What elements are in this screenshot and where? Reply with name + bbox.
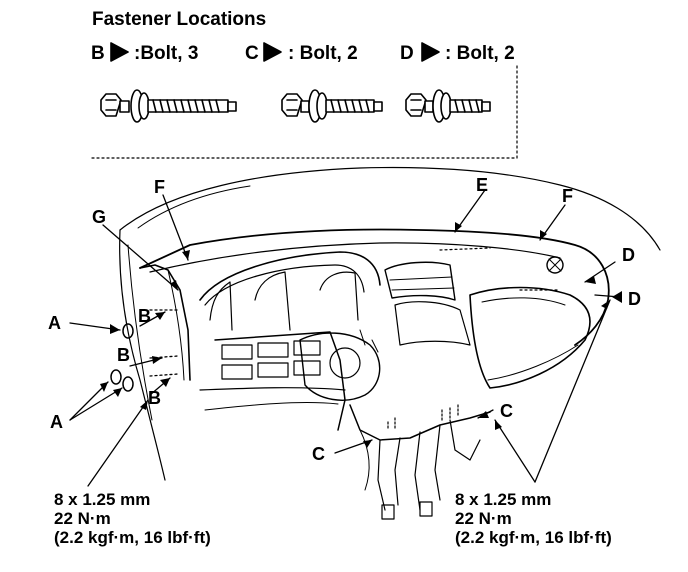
callout-d-upper: D — [622, 245, 635, 265]
torque-right-value: 22 N·m — [455, 509, 512, 528]
torque-right-size: 8 x 1.25 mm — [455, 490, 552, 509]
steering-column-opening — [299, 332, 381, 401]
torque-spec-right: 8 x 1.25 mm 22 N·m (2.2 kgf·m, 16 lbf·ft… — [455, 490, 612, 547]
callout-b-upper: B — [138, 306, 151, 326]
bolt-c-icon — [281, 89, 383, 123]
glove-box — [469, 286, 591, 389]
callout-f-left: F — [154, 177, 165, 197]
dashboard-top — [139, 228, 610, 346]
torque-left-value: 22 N·m — [54, 509, 111, 528]
callout-d-lower: D — [628, 289, 641, 309]
torque-right-alt: (2.2 kgf·m, 16 lbf·ft) — [455, 528, 612, 547]
fastener-c-letter: C — [245, 43, 259, 64]
washer-a-lower-1-icon — [110, 369, 122, 385]
callout-c-right: C — [500, 401, 513, 421]
callout-b-middle: B — [117, 345, 130, 365]
fastener-c-triangle-icon — [263, 42, 282, 62]
windshield-outline — [119, 166, 661, 251]
washer-a-lower-2-icon — [122, 376, 134, 392]
center-vents — [384, 261, 456, 301]
torque-spec-left: 8 x 1.25 mm 22 N·m (2.2 kgf·m, 16 lbf·ft… — [54, 490, 211, 547]
diagram-title: Fastener Locations — [92, 9, 267, 30]
fastener-d-letter: D — [400, 43, 414, 64]
torque-left-size: 8 x 1.25 mm — [54, 490, 151, 509]
bolt-b-icon — [100, 89, 237, 123]
callout-b-lower: B — [148, 388, 161, 408]
callout-f-right: F — [562, 186, 573, 206]
fastener-b-triangle-icon — [110, 42, 129, 62]
bolt-d-icon — [405, 89, 491, 123]
fastener-c-label: : Bolt, 2 — [288, 43, 358, 64]
washer-a-upper-icon — [122, 323, 134, 339]
callout-a-lower: A — [50, 412, 63, 432]
callout-a-upper: A — [48, 313, 61, 333]
callout-c-left: C — [312, 444, 325, 464]
fastener-b-label: :Bolt, 3 — [134, 43, 199, 64]
callout-e: E — [476, 175, 489, 195]
torque-left-alt: (2.2 kgf·m, 16 lbf·ft) — [54, 528, 211, 547]
fastener-d-triangle-icon — [421, 42, 440, 62]
fastener-b-letter: B — [91, 43, 105, 64]
legend-frame — [91, 63, 518, 159]
a-pillar — [119, 229, 166, 481]
center-stack — [214, 331, 346, 431]
dashboard-left-end — [139, 264, 191, 381]
callout-g: G — [92, 207, 107, 227]
fastener-d-label: : Bolt, 2 — [445, 43, 515, 64]
instrument-hood — [199, 251, 381, 301]
